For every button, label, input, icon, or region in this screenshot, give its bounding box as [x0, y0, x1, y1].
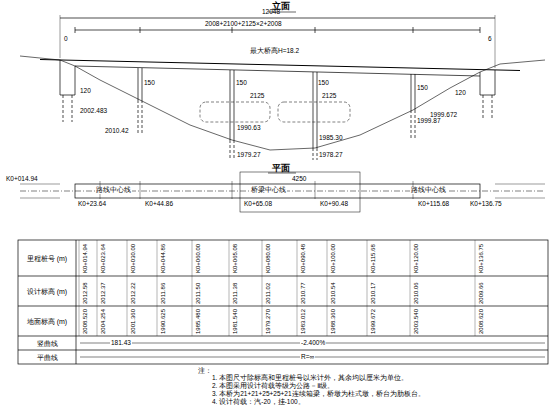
table-cell: 1981.540 [232, 309, 238, 334]
row-header-text: 竖曲线 [37, 340, 58, 347]
drawing-label: 1999.87 [417, 118, 441, 125]
station-line [297, 240, 298, 336]
table-cell: K0+090.48 [300, 244, 306, 273]
drawing-label: 4. 设计荷载：汽-20，挂-100。 [212, 399, 305, 406]
drawing-label: K0+136.75 [470, 201, 502, 208]
station-line [327, 240, 328, 336]
row-header: 竖曲线 [18, 336, 76, 350]
drawing-label: 181.43 [110, 340, 132, 347]
drawing-label: 2. 本图采用设计荷载等级为公路－Ⅱ级。 [212, 383, 334, 390]
station-line [127, 240, 128, 336]
row-header-text: 地面标高 (m) [27, 318, 67, 325]
station-line [229, 240, 230, 336]
row-header-text: 里程桩号 (m) [27, 255, 67, 262]
table-cell: K0+044.86 [160, 244, 166, 273]
row-header: 里程桩号 (m) [18, 240, 76, 276]
table-cell: 1990.625 [160, 309, 166, 334]
drawing-label: K0+115.68 [418, 201, 449, 208]
drawing-label: K0+23.64 [78, 201, 106, 208]
drawing-label: 1985.30 [319, 135, 343, 142]
drawing-label: 150 [417, 85, 428, 92]
drawing-label: K0+65.08 [244, 201, 272, 208]
table-cell: 2011.50 [195, 283, 201, 304]
station-line [367, 240, 368, 336]
table-cell: 2009.66 [478, 282, 484, 304]
table-cell: K0+120.00 [413, 244, 419, 273]
drawing-label: 150 [236, 80, 247, 87]
drawing-label: K0+44.86 [145, 201, 173, 208]
table-cell: K0+080.00 [265, 244, 271, 273]
table-cell: 2004.254 [100, 309, 106, 334]
table-cell: K0+115.68 [370, 244, 376, 273]
table-cell: 2001.360 [130, 309, 136, 334]
table-cell: K0+030.00 [130, 244, 136, 273]
drawing-label: 路线中心线 [410, 187, 447, 194]
drawing-label: 路线中心线 [95, 187, 132, 194]
station-line [475, 240, 476, 336]
drawing-label: 1979.27 [237, 152, 261, 159]
station-line [192, 240, 193, 336]
table-cell: 2012.37 [100, 282, 106, 304]
table-cell: 2003.540 [413, 309, 419, 334]
drawing-label: 2010.42 [105, 128, 129, 135]
station-line [410, 240, 411, 336]
station-line [97, 240, 98, 336]
drawing-label: K0+014.94 [6, 176, 38, 183]
drawing-label: 3. 本桥为21+21+25+25+21连续箱梁，桥墩为柱式墩，桥台为肋板台。 [212, 391, 425, 398]
drawing-label: 4250 [292, 176, 306, 183]
table-cell: 2010.17 [370, 282, 376, 304]
station-line [262, 240, 263, 336]
drawing-label: 注： [198, 367, 212, 374]
drawing-label: R=∞ [300, 354, 315, 361]
table-cell: 2012.58 [82, 282, 88, 304]
drawing-label: 150 [144, 80, 155, 87]
table-cell: K0+100.00 [330, 244, 336, 273]
drawing-label: 最大桥高H=18.2 [250, 48, 299, 55]
drawing-label: 1978.27 [319, 152, 343, 159]
drawing-label: 150 [318, 80, 329, 87]
table-cell: 2011.38 [232, 283, 238, 304]
table-cell: 2010.54 [330, 282, 336, 304]
drawing-label: -2.400% [300, 340, 326, 347]
table-cell: K0+023.64 [100, 244, 106, 273]
drawing-label: K0+90.48 [320, 201, 348, 208]
table-cell: 1999.672 [370, 309, 376, 334]
table-cell: 2011.86 [160, 283, 166, 304]
row-header: 设计标高 (m) [18, 276, 76, 306]
table-cell: K0+065.08 [232, 244, 238, 273]
table-cell: 2008.520 [82, 309, 88, 334]
table-cell: 1985.480 [195, 309, 201, 334]
drawing-label: 桥梁中心线 [250, 187, 287, 194]
table-cell: 2011.02 [265, 283, 271, 304]
station-line [79, 240, 80, 336]
table-cell: 2010.77 [300, 282, 306, 304]
drawing-label: 2125 [322, 93, 336, 100]
table-cell: 2010.06 [413, 282, 419, 304]
row-header: 地面标高 (m) [18, 306, 76, 336]
table-cell: 1983.012 [300, 309, 306, 334]
table-cell: 1979.270 [265, 309, 271, 334]
drawing-label: 6 [488, 36, 492, 43]
drawing-label: 2008+2100+2125×2+2008 [205, 21, 282, 28]
view-title: 平面 [272, 164, 290, 173]
row-header-text: 平曲线 [37, 354, 58, 361]
drawing-label: 120 [455, 90, 466, 97]
row-header: 平曲线 [18, 350, 76, 364]
drawing-label: 2002.483 [80, 108, 107, 115]
table-cell: K0+060.00 [195, 244, 201, 273]
table-cell: K0+136.75 [478, 244, 484, 273]
drawing-label: 1. 本图尺寸除标高和里程桩号以米计外，其余均以厘米为单位。 [212, 375, 408, 382]
station-line [157, 240, 158, 336]
drawing-label: 2125 [250, 93, 264, 100]
table-cell: 1988.360 [330, 309, 336, 334]
drawing-label: 120 [80, 88, 91, 95]
drawing-label: 12048 [262, 9, 280, 16]
row-header-text: 设计标高 (m) [27, 288, 67, 295]
table-cell: K0+014.94 [82, 244, 88, 273]
table-cell: 2008.620 [478, 309, 484, 334]
table-cell: 2012.22 [130, 282, 136, 304]
drawing-label: 0 [64, 36, 68, 43]
drawing-label: 1990.63 [237, 125, 261, 132]
